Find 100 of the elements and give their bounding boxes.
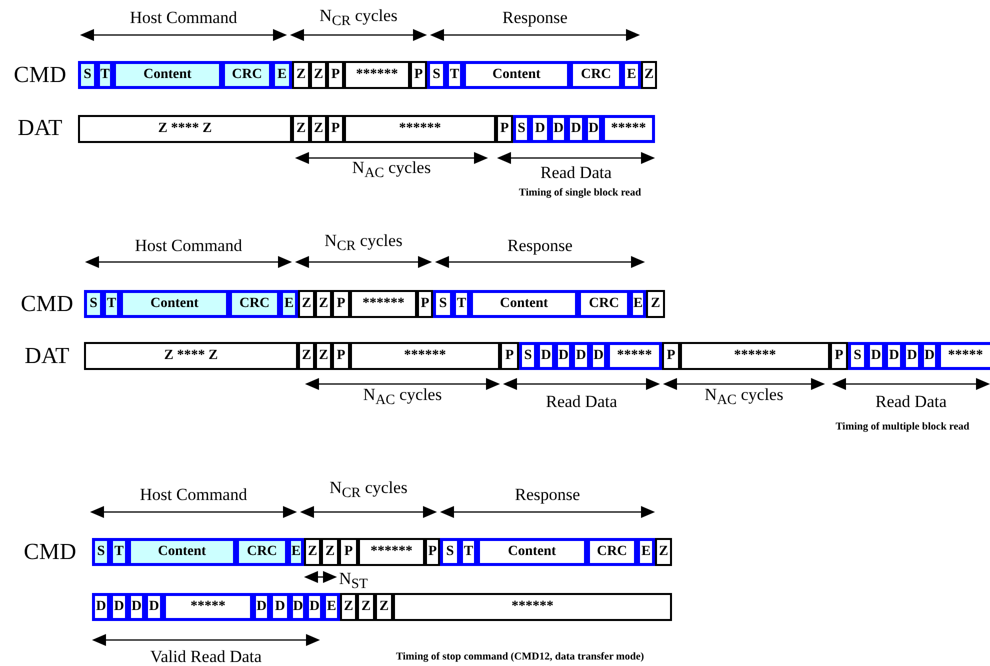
timing-field: ****** (344, 115, 496, 143)
timing-field: Z (298, 290, 315, 318)
timing-field: Z (340, 593, 357, 621)
timing-field: D (903, 342, 921, 370)
timing-field: E (622, 61, 641, 89)
interval-label: N$_{CR}$ cycles (320, 6, 398, 30)
timing-field: ****** (350, 342, 500, 370)
interval-label: Host Command (140, 485, 248, 505)
timing-field: Z (655, 538, 672, 566)
timing-field: Z **** Z (78, 115, 292, 143)
timing-field: Z (310, 115, 327, 143)
interval-label: Read Data (540, 163, 612, 183)
timing-field: D (290, 593, 306, 621)
interval-label: Host Command (134, 236, 242, 256)
timing-field: E (637, 538, 655, 566)
timing-field: P (339, 538, 358, 566)
timing-field: D (550, 115, 567, 143)
timing-field: P (417, 290, 433, 318)
timing-field: Z (292, 61, 310, 89)
timing-field: D (306, 593, 323, 621)
timing-field: S (848, 342, 867, 370)
timing-field: ***** (602, 115, 655, 143)
interval-label: Read Data (546, 392, 618, 412)
timing-field: D (885, 342, 903, 370)
timing-field: S (433, 290, 453, 318)
diagram-caption: Timing of multiple block read (836, 422, 970, 432)
timing-field: Z (315, 290, 332, 318)
signal-name: CMD (20, 291, 74, 317)
timing-field: Z (646, 290, 665, 318)
timing-field: Z (298, 342, 315, 370)
timing-field: S (519, 342, 537, 370)
timing-field: Content (120, 290, 229, 318)
interval-label: N$_{AC}$ cycles (704, 384, 784, 410)
timing-field: P (332, 290, 350, 318)
timing-field: D (537, 342, 555, 370)
timing-field: D (270, 593, 290, 621)
timing-field: T (460, 538, 477, 566)
timing-field: D (585, 115, 602, 143)
timing-field: P (425, 538, 440, 566)
timing-field: D (110, 593, 128, 621)
interval-label: N$_{ST}$ (339, 568, 368, 594)
timing-field: Content (477, 538, 587, 566)
timing-field: P (332, 342, 350, 370)
timing-field: S (513, 115, 530, 143)
timing-field: D (867, 342, 885, 370)
timing-field: Z (375, 593, 393, 621)
timing-field: ***** (163, 593, 253, 621)
timing-field: Z (641, 61, 657, 89)
timing-field: CRC (570, 61, 622, 89)
timing-field: ***** (938, 342, 990, 370)
timing-field: CRC (222, 61, 272, 89)
timing-field: D (92, 593, 110, 621)
timing-field: P (496, 115, 513, 143)
timing-field: E (323, 593, 340, 621)
interval-label: Response (502, 8, 568, 28)
diagram-caption: Timing of stop command (CMD12, data transfer mode) (396, 652, 644, 662)
timing-field: ****** (344, 61, 410, 89)
timing-field: CRC (236, 538, 288, 566)
timing-field: T (110, 538, 128, 566)
signal-name: DAT (18, 115, 62, 141)
timing-field: D (128, 593, 145, 621)
timing-field: Z (304, 538, 321, 566)
timing-field: CRC (587, 538, 637, 566)
interval-label: N$_{AC}$ cycles (352, 158, 431, 182)
timing-field: ***** (607, 342, 662, 370)
timing-field: ****** (393, 593, 672, 621)
timing-field: ****** (680, 342, 830, 370)
timing-field: D (555, 342, 572, 370)
timing-field: T (97, 61, 113, 89)
interval-label: N$_{CR}$ cycles (330, 478, 408, 502)
timing-field: Content (463, 61, 570, 89)
timing-field: E (630, 290, 646, 318)
timing-field: D (253, 593, 270, 621)
timing-field: E (272, 61, 292, 89)
timing-field: E (288, 538, 304, 566)
timing-field: D (145, 593, 163, 621)
timing-field: Content (128, 538, 236, 566)
timing-field: ****** (358, 538, 425, 566)
interval-label: Host Command (130, 8, 238, 28)
interval-label: Valid Read Data (150, 647, 262, 666)
timing-field: T (446, 61, 463, 89)
timing-field: D (921, 342, 938, 370)
timing-field: CRC (229, 290, 280, 318)
timing-field: Z (315, 342, 332, 370)
timing-field: Z (310, 61, 327, 89)
timing-field: D (567, 115, 585, 143)
timing-field: D (572, 342, 590, 370)
timing-field: P (327, 115, 344, 143)
timing-field: S (440, 538, 460, 566)
timing-field: T (453, 290, 470, 318)
interval-label: Response (514, 485, 580, 505)
timing-field: Z (321, 538, 339, 566)
timing-field: S (78, 61, 97, 89)
interval-label: Read Data (875, 392, 947, 412)
timing-field: P (410, 61, 427, 89)
signal-name: CMD (14, 62, 66, 88)
timing-field: Content (113, 61, 222, 89)
timing-field: CRC (578, 290, 630, 318)
timing-field: P (500, 342, 519, 370)
timing-field: E (280, 290, 298, 318)
